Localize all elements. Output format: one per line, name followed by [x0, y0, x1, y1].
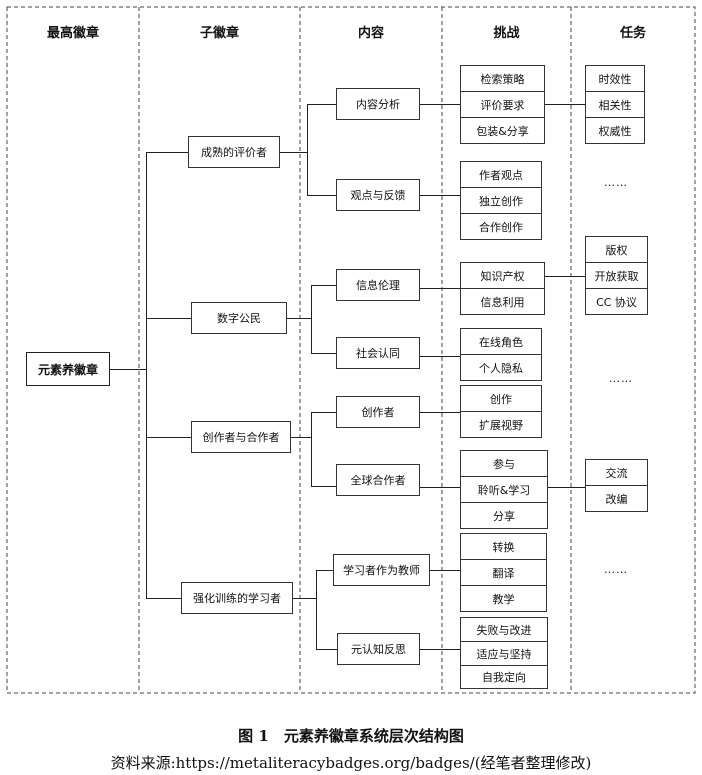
- connector: [146, 598, 181, 599]
- content-box: 创作者: [336, 396, 420, 428]
- connector: [311, 353, 336, 354]
- connector: [307, 104, 336, 105]
- connector: [311, 285, 336, 286]
- connector: [311, 412, 312, 486]
- connector: [311, 412, 336, 413]
- connector: [430, 570, 460, 571]
- connector: [420, 649, 460, 650]
- sub-badge-box: 创作者与合作者: [191, 421, 291, 453]
- task-box: 版权: [585, 236, 648, 263]
- content-box: 信息伦理: [336, 269, 420, 301]
- content-box: 学习者作为教师: [333, 554, 430, 586]
- challenge-box: 创作: [460, 385, 542, 412]
- sub-badge-box: 成熟的评价者: [188, 136, 280, 168]
- connector: [420, 356, 460, 357]
- connector: [280, 152, 307, 153]
- task-box: 改编: [585, 485, 648, 512]
- header-top-badge: 最高徽章: [46, 26, 99, 41]
- content-box: 观点与反馈: [336, 179, 420, 211]
- connector: [307, 195, 336, 196]
- challenge-box: 适应与坚持: [460, 641, 548, 666]
- content-box: 内容分析: [336, 88, 420, 120]
- sub-badge-box: 强化训练的学习者: [181, 582, 293, 614]
- header-task: 任务: [619, 26, 646, 41]
- content-box: 元认知反思: [337, 633, 420, 665]
- connector: [420, 195, 460, 196]
- content-box: 全球合作者: [336, 464, 420, 496]
- ellipsis-text: ……: [604, 563, 628, 576]
- connector: [420, 412, 460, 413]
- task-box: CC 协议: [585, 288, 648, 315]
- connector: [545, 104, 585, 105]
- challenge-box: 独立创作: [460, 187, 542, 214]
- challenge-box: 作者观点: [460, 161, 542, 188]
- header-sub-badge: 子徽章: [199, 26, 239, 41]
- challenge-box: 分享: [460, 502, 548, 529]
- challenge-box: 个人隐私: [460, 354, 542, 381]
- challenge-box: 转换: [460, 533, 547, 560]
- challenge-box: 参与: [460, 450, 548, 477]
- connector: [110, 369, 146, 370]
- connector: [146, 152, 147, 598]
- challenge-box: 扩展视野: [460, 411, 542, 438]
- figure-source: 资料来源:https://metaliteracybadges.org/badg…: [110, 754, 592, 772]
- ellipsis-text: ……: [609, 372, 633, 385]
- challenge-box: 自我定向: [460, 665, 548, 689]
- root-badge-box: 元素养徽章: [26, 352, 110, 386]
- challenge-box: 失败与改进: [460, 617, 548, 642]
- header-content: 内容: [357, 26, 384, 41]
- task-box: 权威性: [585, 117, 645, 144]
- challenge-box: 翻译: [460, 559, 547, 586]
- challenge-box: 评价要求: [460, 91, 545, 118]
- connector: [548, 487, 585, 488]
- connector: [293, 598, 316, 599]
- connector: [146, 437, 191, 438]
- ellipsis-text: ……: [604, 176, 628, 189]
- challenge-box: 知识产权: [460, 262, 545, 289]
- challenge-box: 包装&分享: [460, 117, 545, 144]
- figure-caption: 图 1 元素养徽章系统层次结构图: [238, 727, 464, 745]
- connector: [311, 285, 312, 353]
- task-box: 时效性: [585, 65, 645, 92]
- connector: [307, 104, 308, 195]
- task-box: 开放获取: [585, 262, 648, 289]
- task-box: 相关性: [585, 91, 645, 118]
- connector: [291, 437, 311, 438]
- connector: [316, 649, 337, 650]
- connector: [311, 486, 336, 487]
- challenge-box: 检索策略: [460, 65, 545, 92]
- connector: [545, 276, 585, 277]
- outer-dashed-border: [6, 6, 696, 694]
- challenge-box: 教学: [460, 585, 547, 612]
- connector: [420, 104, 460, 105]
- connector: [146, 318, 191, 319]
- connector: [420, 288, 460, 289]
- connector: [316, 570, 333, 571]
- challenge-box: 信息利用: [460, 288, 545, 315]
- challenge-box: 在线角色: [460, 328, 542, 355]
- connector: [316, 570, 317, 649]
- task-box: 交流: [585, 459, 648, 486]
- sub-badge-box: 数字公民: [191, 302, 287, 334]
- connector: [146, 152, 188, 153]
- header-challenge: 挑战: [493, 26, 520, 41]
- challenge-box: 合作创作: [460, 213, 542, 240]
- connector: [287, 318, 311, 319]
- connector: [420, 487, 460, 488]
- challenge-box: 聆听&学习: [460, 476, 548, 503]
- content-box: 社会认同: [336, 337, 420, 369]
